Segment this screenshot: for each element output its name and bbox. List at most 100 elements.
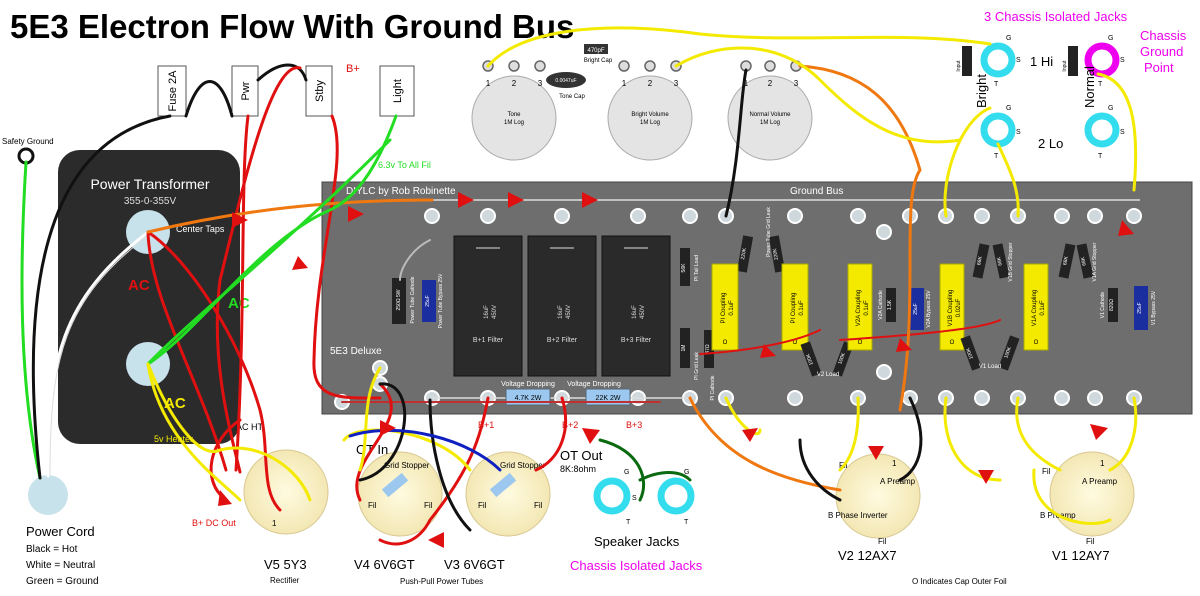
- v1-bypass-cap: [1134, 286, 1148, 330]
- filter-cap-2-label: B+2 Filter: [547, 337, 578, 344]
- svg-text:PI Coupling: PI Coupling: [721, 292, 727, 323]
- svg-text:100K: 100K: [837, 352, 847, 366]
- v1a-grid-stopper-b: [1076, 243, 1094, 279]
- svg-text:16uF: 16uF: [484, 305, 490, 319]
- svg-text:68K: 68K: [1080, 256, 1088, 267]
- standby-switch: [305, 65, 333, 117]
- svg-text:Center Taps: Center Taps: [176, 224, 225, 234]
- svg-text:A Preamp: A Preamp: [1082, 477, 1118, 486]
- wire-green-filament: [146, 114, 398, 366]
- v2-load-a: [800, 341, 822, 377]
- svg-text:V1B Grid Stopper: V1B Grid Stopper: [1008, 242, 1014, 282]
- svg-text:3: 3: [674, 79, 679, 88]
- tube-sockets: [243, 449, 1135, 539]
- wire-black-hot: [31, 114, 172, 480]
- svg-text:47Ω: 47Ω: [705, 344, 711, 354]
- bright-cap: [584, 44, 608, 54]
- svg-text:16uF: 16uF: [558, 305, 564, 319]
- v1-label: V1 12AY7: [1052, 548, 1110, 563]
- page-title: 5E3 Electron Flow With Ground Bus: [10, 8, 574, 45]
- power-transformer: [58, 150, 240, 444]
- v1-socket: [1049, 451, 1135, 537]
- svg-text:S: S: [1120, 57, 1125, 64]
- svg-text:Fuse 2A: Fuse 2A: [167, 70, 179, 112]
- svg-text:Chassis: Chassis: [1140, 28, 1187, 43]
- svg-text:68K: 68K: [996, 256, 1004, 267]
- svg-text:Power Tube Grid Leak: Power Tube Grid Leak: [766, 207, 772, 257]
- svg-text:3: 3: [794, 79, 799, 88]
- power-cord-entry: [28, 475, 68, 515]
- svg-text:T: T: [994, 81, 999, 88]
- svg-text:25uF: 25uF: [425, 295, 431, 306]
- svg-text:B+: B+: [346, 63, 360, 75]
- svg-text:220K: 220K: [740, 247, 748, 260]
- ac-red-label: AC: [128, 277, 150, 294]
- svg-text:V1 Load: V1 Load: [979, 364, 1001, 370]
- svg-text:1 Hi: 1 Hi: [1030, 54, 1053, 69]
- svg-text:4.7K 2W: 4.7K 2W: [515, 395, 542, 402]
- power-tube-cathode-resistor: [392, 278, 406, 324]
- svg-text:Safety Ground: Safety Ground: [2, 137, 54, 146]
- svg-text:2: 2: [648, 79, 653, 88]
- v3-socket: [465, 451, 551, 537]
- svg-text:Fil: Fil: [478, 501, 487, 510]
- svg-text:V1 Bypass 25V: V1 Bypass 25V: [1151, 290, 1157, 325]
- svg-text:T: T: [626, 519, 631, 526]
- power-cord-label: Power Cord: [26, 524, 95, 539]
- ac-green-label: AC: [228, 295, 250, 312]
- svg-text:1: 1: [622, 79, 627, 88]
- svg-text:1: 1: [892, 459, 897, 468]
- svg-text:1: 1: [744, 79, 749, 88]
- svg-text:0.1uF: 0.1uF: [1040, 300, 1046, 316]
- filter-cap-1-label: B+1 Filter: [473, 337, 504, 344]
- svg-text:Fil: Fil: [424, 501, 433, 510]
- svg-text:V2A Coupling: V2A Coupling: [856, 290, 862, 326]
- svg-text:450V: 450V: [492, 305, 498, 319]
- svg-text:G: G: [1006, 105, 1011, 112]
- svg-text:Push-Pull Power Tubes: Push-Pull Power Tubes: [400, 577, 483, 586]
- normal-label: Normal: [1082, 66, 1097, 108]
- v4-grid-stopper: [381, 472, 409, 498]
- svg-text:S: S: [1016, 129, 1021, 136]
- svg-text:PI Tail Load: PI Tail Load: [694, 255, 700, 281]
- power-transformer-label: Power Transformer: [90, 176, 209, 192]
- svg-text:B+2: B+2: [562, 420, 578, 430]
- svg-text:B+3: B+3: [626, 420, 642, 430]
- normal-input-resistor: [1068, 46, 1078, 76]
- svg-text:Power Tube Cathode: Power Tube Cathode: [410, 276, 416, 323]
- svg-text:8K:8ohm: 8K:8ohm: [560, 464, 596, 474]
- board-name-label: 5E3 Deluxe: [330, 346, 382, 357]
- svg-text:0.02uF: 0.02uF: [956, 298, 962, 317]
- svg-text:Grid Stopper: Grid Stopper: [500, 461, 546, 470]
- svg-text:T: T: [994, 153, 999, 160]
- filter-cap-3-label: B+3 Filter: [621, 337, 652, 344]
- svg-text:25uF: 25uF: [1137, 302, 1143, 313]
- v1a-grid-stopper-a: [1058, 243, 1076, 279]
- ot-out-label: OT Out: [560, 448, 603, 463]
- svg-text:Voltage Dropping: Voltage Dropping: [567, 381, 621, 388]
- pi-coupling-cap-a: [711, 263, 739, 351]
- normal-volume-pot: [727, 75, 813, 161]
- v3-grid-stopper: [489, 472, 517, 498]
- v2-label: V2 12AX7: [838, 548, 897, 563]
- svg-text:O: O: [950, 340, 955, 346]
- svg-text:A Preamp: A Preamp: [880, 477, 916, 486]
- svg-text:PI Coupling: PI Coupling: [791, 292, 797, 323]
- svg-text:Input: Input: [956, 60, 962, 72]
- svg-text:O: O: [858, 340, 863, 346]
- v5-socket: [243, 449, 329, 535]
- svg-text:Green = Ground: Green = Ground: [26, 576, 99, 587]
- pi-cathode-resistor: [704, 330, 714, 368]
- v4-label: V4 6V6GT: [354, 557, 415, 572]
- svg-text:100K: 100K: [1003, 346, 1013, 360]
- svg-text:Grid Stopper: Grid Stopper: [384, 461, 430, 470]
- wires: [20, 26, 1138, 546]
- svg-text:White = Neutral: White = Neutral: [26, 560, 95, 571]
- v2a-bypass-cap: [910, 288, 924, 330]
- tone-pot: [471, 75, 557, 161]
- v1-load-b: [998, 335, 1020, 371]
- v2a-cathode-resistor: [886, 288, 896, 322]
- svg-text:1: 1: [1100, 459, 1105, 468]
- svg-text:Input: Input: [1062, 60, 1068, 72]
